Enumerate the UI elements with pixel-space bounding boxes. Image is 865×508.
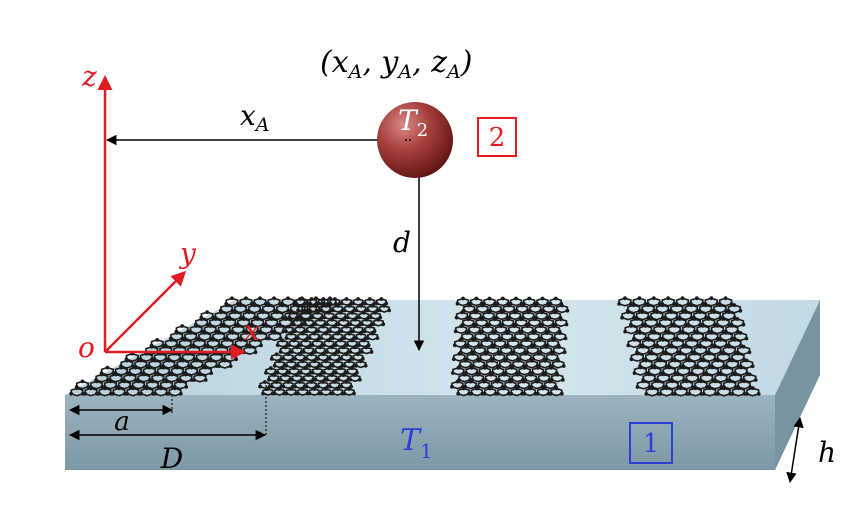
y-axis: [104, 270, 187, 353]
label-point: (xA, yA, zA): [320, 45, 472, 83]
coordinate-axes: [97, 75, 246, 360]
label-origin: o: [78, 331, 95, 364]
label-h: h: [818, 436, 836, 469]
dimension-D: [68, 385, 267, 441]
label-x: x: [244, 314, 260, 347]
graphene-ribbon: [450, 296, 570, 397]
label-D: D: [160, 442, 183, 475]
graphene-ribbon: [258, 297, 391, 396]
substrate-front-face: [65, 395, 775, 470]
graphene-ribbon: [69, 296, 338, 397]
label-box-2: 2: [489, 123, 506, 153]
dimension-h: [786, 416, 804, 484]
label-z: z: [81, 60, 97, 93]
label-d: d: [393, 226, 411, 259]
label-xA: xA: [240, 99, 270, 136]
label-a: a: [114, 407, 130, 437]
dimension-a: [68, 395, 174, 416]
label-box-1: 1: [643, 429, 660, 459]
box-2: [477, 117, 517, 157]
graphene-ribbon: [617, 296, 761, 397]
label-T2: T2: [398, 104, 428, 141]
box-1: [629, 422, 673, 464]
label-y: y: [178, 237, 197, 270]
label-T1: T1: [400, 423, 433, 463]
particle-sphere: [377, 102, 453, 178]
substrate-side-face: [775, 300, 820, 470]
graphene-ribbons: [69, 296, 761, 397]
